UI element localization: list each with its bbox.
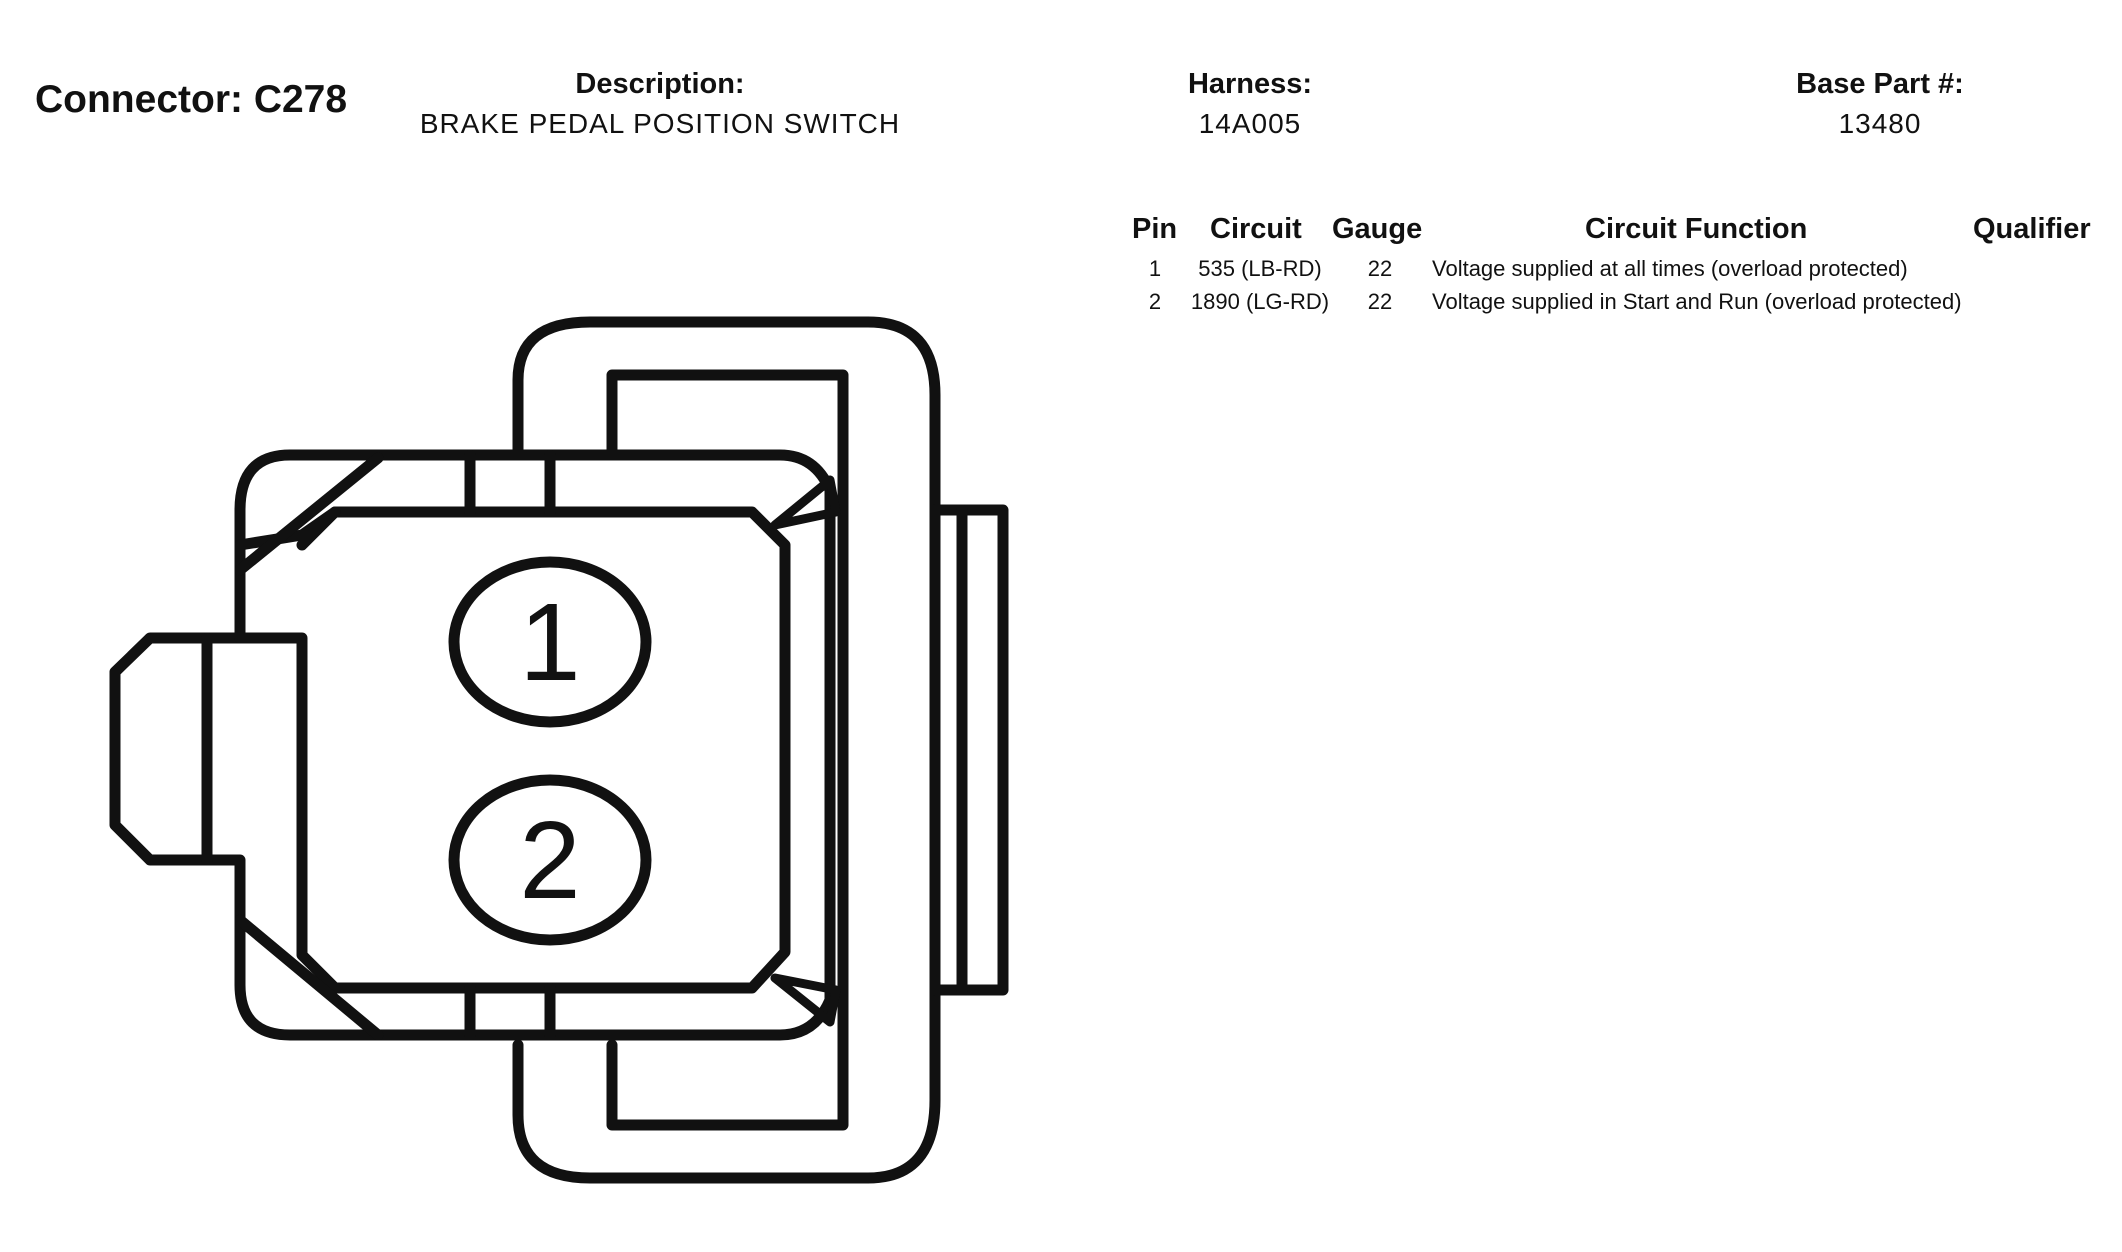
connector-title: Connector: C278 (35, 78, 348, 121)
function-cell: Voltage supplied in Start and Run (overl… (1432, 289, 1962, 314)
terminal-face (234, 506, 791, 994)
pin-label-1: 1 (519, 581, 580, 704)
gauge-cell: 22 (1367, 289, 1393, 314)
pin-cavity-2 (448, 774, 652, 946)
base-part-value: 13480 (1838, 108, 1922, 139)
column-header-pin: Pin (1132, 213, 1178, 245)
rear-tab (929, 504, 1009, 996)
column-header-circuit-function: Circuit Function (1585, 213, 1808, 245)
harness-label: Harness: (1187, 68, 1313, 100)
column-header-qualifier: Qualifier (1973, 213, 2091, 245)
latch-barb (770, 973, 841, 1027)
function-cell: Voltage supplied at all times (overload … (1432, 256, 1908, 281)
pin-cavity-1 (448, 556, 652, 728)
circuit-cell: 535 (LB-RD) (1198, 256, 1322, 281)
pin-cell: 1 (1148, 256, 1162, 281)
harness-value: 14A005 (1198, 108, 1302, 139)
description-value: BRAKE PEDAL POSITION SWITCH (419, 108, 901, 139)
table-row: 2 1890 (LG-RD) 22 Voltage supplied in St… (0, 289, 2122, 319)
latch-window (606, 369, 849, 1131)
pin-label-2: 2 (519, 799, 580, 922)
outer-lock-shroud (512, 316, 941, 1184)
chamfer-line (234, 452, 384, 576)
pin-cell: 2 (1148, 289, 1162, 314)
column-header-circuit: Circuit (1210, 213, 1302, 245)
description-label: Description: (575, 68, 745, 100)
table-row: 1 535 (LB-RD) 22 Voltage supplied at all… (0, 256, 2122, 286)
chamfer-line (234, 914, 384, 1041)
circuit-cell: 1890 (LG-RD) (1190, 289, 1330, 314)
latch-barb (770, 475, 841, 530)
column-header-gauge: Gauge (1332, 213, 1423, 245)
gauge-cell: 22 (1367, 256, 1393, 281)
base-part-label: Base Part #: (1796, 68, 1964, 100)
connector-body (109, 449, 836, 1041)
